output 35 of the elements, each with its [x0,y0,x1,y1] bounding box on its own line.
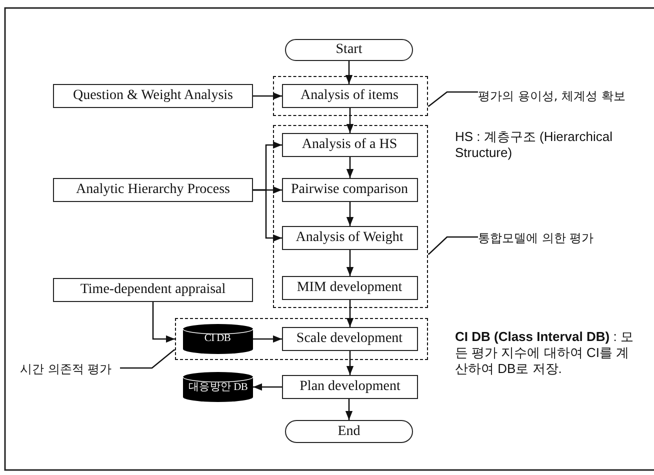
process-box: Analysis of a HS [282,132,418,156]
method-box: Question & Weight Analysis [53,84,253,108]
arrow [253,383,282,391]
arrow [253,92,282,100]
end-terminal: End [285,420,413,443]
dashed-group-box [273,125,428,308]
arrow [346,300,354,327]
arrow [346,250,354,276]
arrow [346,108,354,133]
arrow [346,202,354,226]
process-box: Plan development [282,375,418,399]
process-box: MIM development [282,276,418,300]
arrow [346,351,354,375]
dashed-group-box [273,76,428,116]
leader-line [428,236,478,255]
arrow [345,61,353,84]
method-box: Analytic Hierarchy Process [53,178,253,202]
database-cylinder: 대응방안 DB [183,372,253,402]
process-box: Analysis of items [282,84,418,108]
arrow [253,335,282,343]
arrow [346,157,354,178]
leader-line [428,91,478,107]
note-text: HS : 계층구조 (Hierarchical Structure) [455,129,614,161]
method-box: Time-dependent appraisal [53,278,253,302]
arrow [345,399,353,420]
note-text: CI DB (Class Interval DB) : 모든 평가 지수에 대하여 CI를 계산하여 DB로 저장. [455,329,634,377]
process-box: Pairwise comparison [282,178,418,202]
leader-line [120,349,176,369]
arrow [152,302,175,343]
start-terminal: Start [285,39,413,61]
process-box: Scale development [282,326,418,350]
arrow [253,189,282,242]
dashed-group-box [175,318,428,360]
process-box: Analysis of Weight [282,226,418,250]
database-cylinder: CI DB [182,324,252,354]
